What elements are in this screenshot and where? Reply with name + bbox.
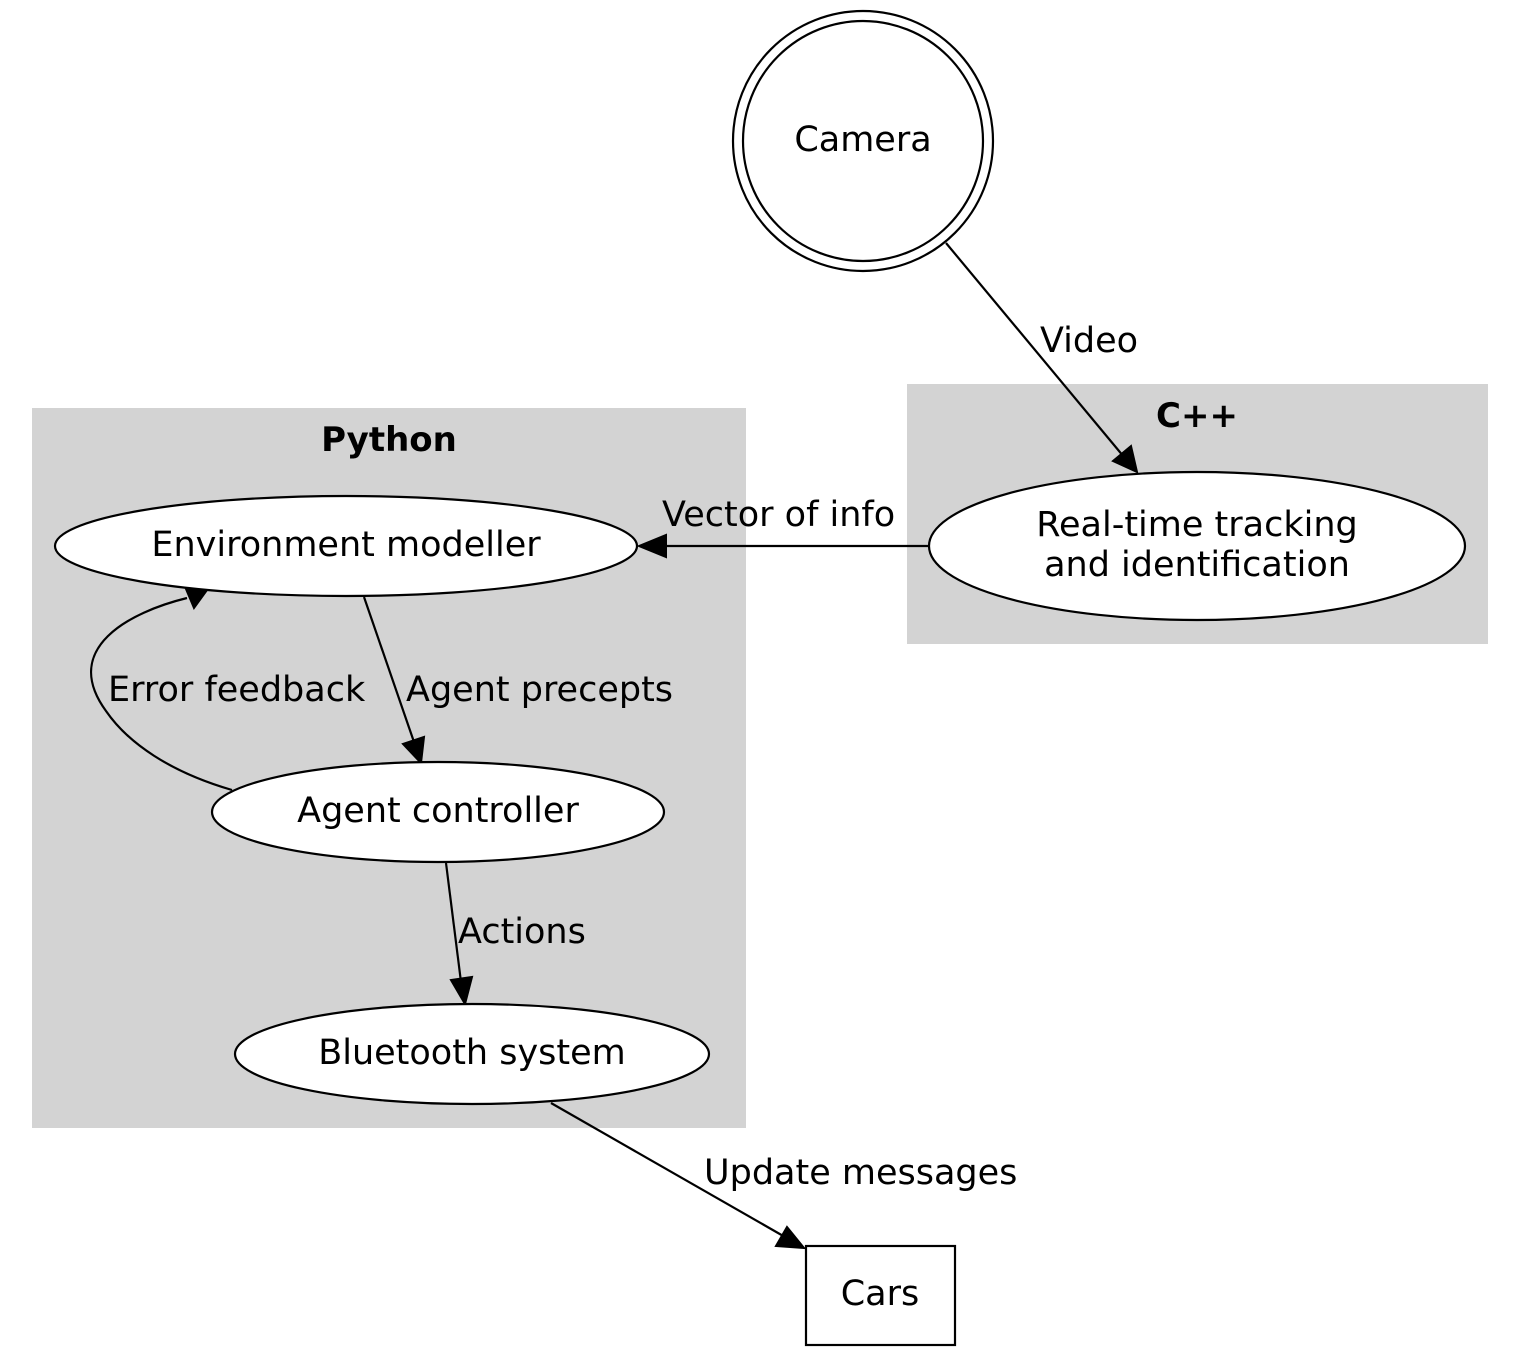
node-realtime-tracking: Real-time tracking and identification [927, 470, 1467, 622]
edge-actions: Actions [444, 862, 586, 1007]
edge-label-error-feedback: Error feedback [108, 670, 366, 710]
arrowhead [401, 735, 426, 766]
node-bluetooth-system-label: Bluetooth system [318, 1033, 626, 1073]
edge-label-actions: Actions [458, 912, 586, 952]
python-cluster-title: Python [321, 420, 457, 460]
edge-vector-of-info: Vector of info [636, 495, 929, 559]
node-environment-modeller: Environment modeller [53, 494, 639, 598]
node-agent-controller-label: Agent controller [297, 791, 579, 831]
node-cars-label: Cars [841, 1274, 920, 1314]
edge-video: Video [945, 242, 1139, 474]
node-bluetooth-system: Bluetooth system [233, 1002, 711, 1106]
edge-update-messages: Update messages [550, 1102, 1017, 1250]
node-realtime-tracking-label-line2: and identification [1044, 545, 1350, 585]
arrowhead [636, 533, 667, 559]
edge-label-vector-of-info: Vector of info [662, 495, 895, 535]
edge-label-update-messages: Update messages [704, 1153, 1017, 1193]
arrowhead [1111, 444, 1139, 474]
node-camera-label: Camera [794, 120, 931, 160]
cpp-cluster-title: C++ [1156, 396, 1238, 436]
node-camera: Camera [731, 9, 995, 273]
arrowhead [774, 1225, 807, 1250]
node-realtime-tracking-label-line1: Real-time tracking [1036, 505, 1357, 545]
edge-label-agent-precepts: Agent precepts [406, 670, 673, 710]
node-cars: Cars [804, 1244, 957, 1347]
edge-error-feedback: Error feedback [90, 587, 366, 792]
edge-agent-precepts: Agent precepts [362, 596, 673, 766]
edge-label-video: Video [1040, 321, 1138, 361]
arrowhead [449, 975, 474, 1007]
node-agent-controller: Agent controller [210, 760, 666, 864]
node-environment-modeller-label: Environment modeller [151, 525, 541, 565]
